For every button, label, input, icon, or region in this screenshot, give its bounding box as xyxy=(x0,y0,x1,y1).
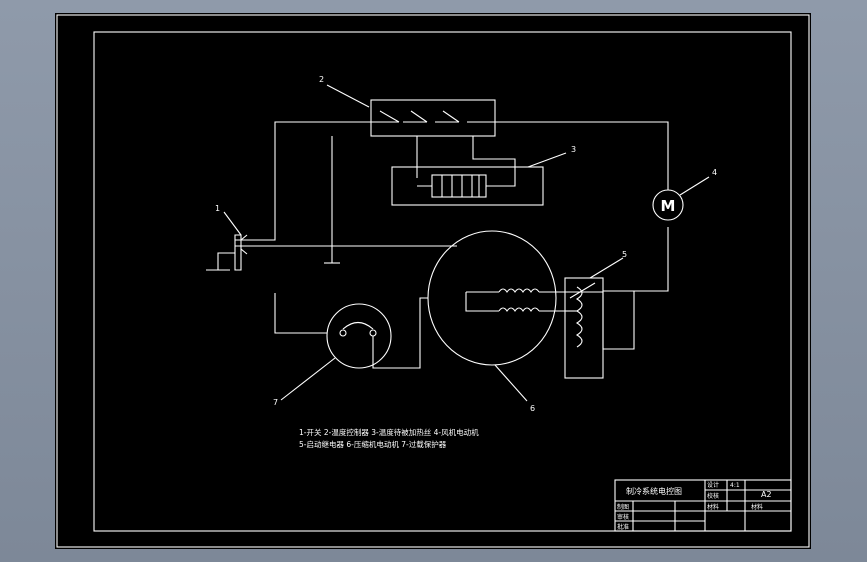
sheet-size: A2 xyxy=(761,490,772,499)
legend-line-2: 5-启动继电器 6-压缩机电动机 7-过载保护器 xyxy=(299,439,447,449)
callout-4: 4 xyxy=(712,168,717,177)
svg-text:校核: 校核 xyxy=(707,492,719,500)
callout-3: 3 xyxy=(571,145,576,154)
compressor-motor xyxy=(427,230,557,366)
svg-text:审核: 审核 xyxy=(617,513,629,521)
callout-2: 2 xyxy=(319,75,324,84)
thermostat-contact-1 xyxy=(379,110,400,123)
thermostat-contact-3 xyxy=(442,110,460,123)
title-block: 制冷系统电控图 设计 4:1 校核 制图 审核 批准 材料 材料 A2 xyxy=(614,479,792,532)
start-relay xyxy=(564,277,604,379)
callout-6: 6 xyxy=(530,404,535,413)
svg-text:材料: 材料 xyxy=(751,503,763,511)
callout-1: 1 xyxy=(215,204,220,213)
fan-motor-symbol xyxy=(652,189,684,221)
start-winding xyxy=(498,288,540,293)
callout-5: 5 xyxy=(622,250,627,259)
circuit-diagram: M 1 2 3 4 5 6 7 1-开关 2-温度控制器 3-温度待被加热丝 4-风机电动机… xyxy=(56,14,810,548)
door-switch xyxy=(234,234,242,271)
drawing-sheet: M 1 2 3 4 5 6 7 1-开关 2-温度控制器 3-温度待被加热丝 4-风机电动机… xyxy=(55,13,811,549)
heater-element xyxy=(431,174,487,198)
svg-text:制图: 制图 xyxy=(617,503,629,511)
wire-motor-relay xyxy=(603,227,669,292)
drawing-title: 制冷系统电控图 xyxy=(626,486,682,496)
svg-text:材料: 材料 xyxy=(707,503,719,511)
wire-left-top xyxy=(274,121,371,208)
defrost-heater-box xyxy=(391,166,544,206)
inner-frame xyxy=(93,31,792,532)
temperature-controller xyxy=(370,99,496,137)
thermostat-contact-2 xyxy=(410,110,428,123)
overload-protector xyxy=(326,303,392,369)
wire-top-right xyxy=(495,121,669,190)
scale-value: 4:1 xyxy=(730,482,740,489)
callout-numbers: 1 2 3 4 5 6 7 xyxy=(215,75,717,413)
motor-label: M xyxy=(661,197,676,215)
svg-text:设计: 设计 xyxy=(707,481,719,489)
callout-7: 7 xyxy=(273,398,278,407)
svg-text:批准: 批准 xyxy=(617,523,629,531)
outer-frame xyxy=(56,14,810,548)
legend-line-1: 1-开关 2-温度控制器 3-温度待被加热丝 4-风机电动机 xyxy=(299,427,479,437)
run-winding xyxy=(498,307,540,312)
relay-coil xyxy=(575,286,583,348)
